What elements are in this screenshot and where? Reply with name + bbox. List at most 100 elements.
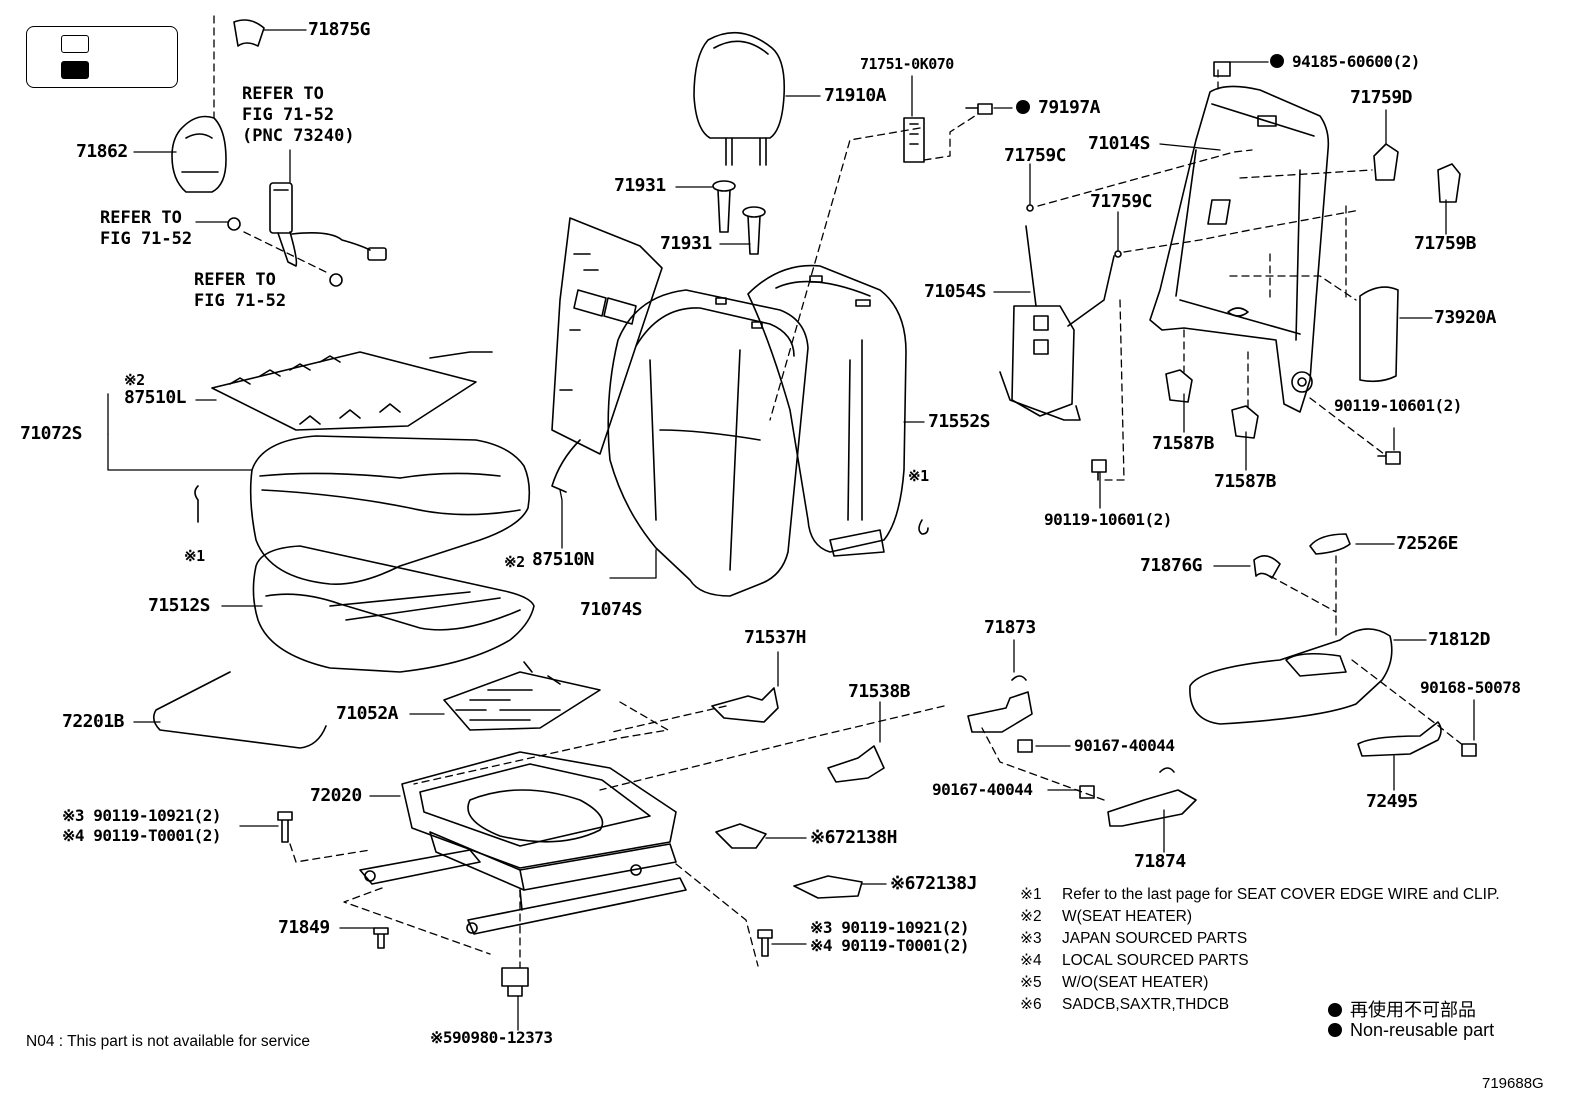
wire-72201B <box>152 671 327 749</box>
bolt-90168 <box>1461 743 1477 757</box>
seat-back-cover-71074S <box>607 289 809 597</box>
part-label: 71849 <box>278 917 330 938</box>
headrest-71910A <box>693 31 786 166</box>
nut-94185 <box>1213 61 1231 77</box>
seat-back-pad-71552S <box>747 264 907 557</box>
part-label: 71874 <box>1134 851 1186 872</box>
part-label: 71759D <box>1350 87 1413 108</box>
part-label: 71873 <box>984 617 1036 638</box>
clip-71759D <box>1373 143 1399 181</box>
leader-lines <box>107 29 1475 1031</box>
part-label: ※672138J <box>890 873 977 894</box>
footnote: N04 : This part is not available for ser… <box>26 1033 311 1050</box>
part-label: 71862 <box>76 141 128 162</box>
part-label: 71931 <box>660 233 712 254</box>
seat-heater-87510L <box>211 351 493 431</box>
seat-belt-buckle <box>227 182 387 287</box>
part-label: 71552S <box>928 411 991 432</box>
shield-71812D <box>1189 628 1393 725</box>
part-label: 94185-60600(2) <box>1270 52 1420 72</box>
refer-to-note: REFER TO FIG 71-52 <box>194 270 287 311</box>
part-label: 71537H <box>744 627 807 648</box>
part-label: 79197A <box>1016 98 1101 118</box>
mark-label: ※1 <box>908 467 929 485</box>
part-label: 71759C <box>1090 191 1153 212</box>
part-label: 90167-40044 <box>932 780 1033 799</box>
cover-71587B <box>1231 405 1259 439</box>
bolt-90167 <box>1017 739 1033 753</box>
part-label: ※4 90119-T0001(2) <box>810 936 970 955</box>
bolt-90119-10601 <box>1377 451 1401 465</box>
clip-71759B <box>1437 163 1461 203</box>
non-reusable-dot-icon <box>1016 100 1030 114</box>
mark-label: ※2 <box>504 553 525 571</box>
bracket-71874 <box>1107 767 1197 827</box>
mark-label: ※1 <box>184 547 205 565</box>
part-label: 71072S <box>20 423 83 444</box>
part-label: ※3 90119-10921(2) <box>62 806 222 825</box>
filled-box-icon <box>61 61 89 79</box>
part-label: 71054S <box>924 281 987 302</box>
clip-71875G <box>233 19 265 47</box>
cover-71587B <box>1165 369 1193 403</box>
bracket-71537H <box>711 687 779 723</box>
refer-to-note: REFER TO FIG 71-52 (PNC 73240) <box>242 84 355 146</box>
mark-label: ※2 <box>124 371 145 389</box>
part-label: 90168-50078 <box>1420 678 1521 697</box>
part-label: 71074S <box>580 599 643 620</box>
bracket-71538B <box>827 745 885 783</box>
side-cover-71862 <box>171 115 227 193</box>
non-reusable-dot-icon <box>1328 1023 1342 1037</box>
part-label: 71875G <box>308 19 371 40</box>
lever-72495 <box>1357 721 1442 757</box>
figure-id: 719688G <box>1482 1075 1544 1092</box>
legend-key-box <box>26 26 178 88</box>
part-label: 90119-10601(2) <box>1044 510 1172 529</box>
non-reusable-note-jp: 再使用不可部品 <box>1328 996 1476 1022</box>
part-label: 71538B <box>848 681 911 702</box>
bolt-90119-10921 <box>277 811 773 957</box>
part-label: 71910A <box>824 85 887 106</box>
seat-back-wire-71054S <box>999 204 1122 421</box>
clip-71876G <box>1253 555 1281 579</box>
part-label: 71876G <box>1140 555 1203 576</box>
part-label: 72201B <box>62 711 125 732</box>
part-label: 87510L <box>124 387 187 408</box>
part-label: 90167-40044 <box>1074 736 1175 755</box>
bracket-71873 <box>967 675 1033 733</box>
part-label: 87510N <box>532 549 595 570</box>
non-reusable-note-en: Non-reusable part <box>1328 1020 1494 1041</box>
clip-72138H <box>715 823 767 849</box>
refer-to-note: REFER TO FIG 71-52 <box>100 208 193 249</box>
dashed-lines <box>213 15 1465 969</box>
part-label: 71759B <box>1414 233 1477 254</box>
part-label: ※590980-12373 <box>430 1028 553 1047</box>
bolt-90167 <box>1079 785 1095 799</box>
part-label: 71812D <box>1428 629 1491 650</box>
seat-back-frame-71014S <box>1149 85 1330 413</box>
bracket-71751 <box>903 117 925 163</box>
knob-72526E <box>1309 533 1351 555</box>
edge-wire-clip <box>918 519 929 535</box>
connector-90980 <box>501 967 529 997</box>
part-label: 71512S <box>148 595 211 616</box>
seat-spring-71052A <box>443 661 601 731</box>
part-label: 71751-0K070 <box>860 55 954 73</box>
seat-heater-87510N <box>551 217 663 493</box>
seat-frame-72020 <box>359 751 687 935</box>
non-reusable-dot-icon <box>1270 54 1284 68</box>
part-label: 71931 <box>614 175 666 196</box>
part-label: 71587B <box>1152 433 1215 454</box>
part-label: 72495 <box>1366 791 1418 812</box>
part-label: 73920A <box>1434 307 1497 328</box>
part-label: 71052A <box>336 703 399 724</box>
headrest-guide-71931 <box>712 180 766 255</box>
non-reusable-dot-icon <box>1328 1003 1342 1017</box>
